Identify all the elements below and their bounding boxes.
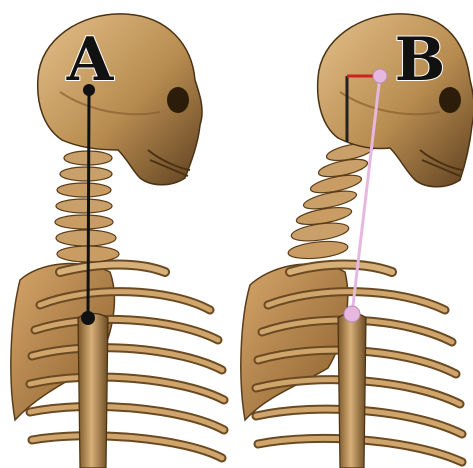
panel-a: A bbox=[11, 14, 224, 468]
scapula-b bbox=[241, 264, 348, 420]
eye-socket-a bbox=[167, 87, 189, 113]
plumb-point-shoulder-b bbox=[344, 306, 360, 322]
panel-label-b: B bbox=[395, 25, 446, 95]
skull-a bbox=[38, 14, 202, 185]
panel-b: B bbox=[241, 14, 473, 468]
panel-label-a: A bbox=[66, 25, 115, 95]
plumb-point-shoulder-a bbox=[81, 311, 95, 325]
plumb-point-head-b bbox=[373, 69, 387, 83]
sternum-b bbox=[338, 314, 366, 468]
sternum-a bbox=[78, 314, 108, 468]
